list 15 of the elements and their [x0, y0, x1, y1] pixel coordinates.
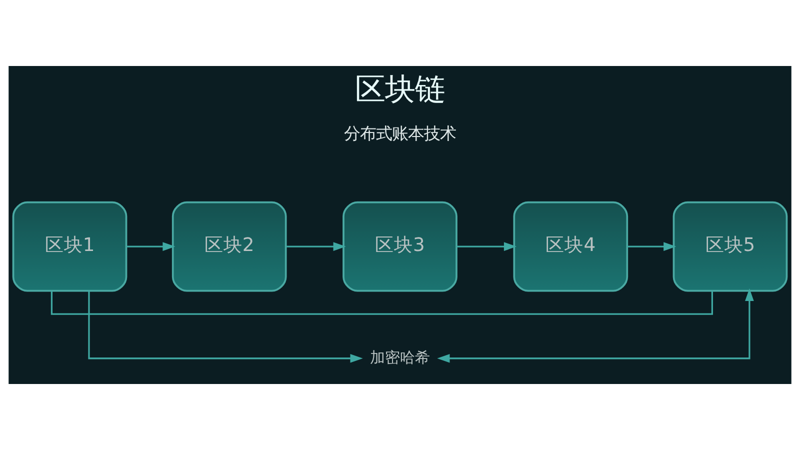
arrow	[627, 242, 676, 251]
connector	[50, 290, 713, 315]
arrow	[437, 288, 754, 363]
arrow	[126, 242, 176, 251]
arrow	[286, 242, 346, 251]
arrow	[456, 242, 517, 251]
node-box: 区块1	[12, 201, 128, 292]
diagram-title: 区块链	[355, 72, 445, 108]
node-box: 区块4	[513, 201, 628, 292]
arrow	[88, 290, 363, 363]
node-box: 区块2	[172, 201, 287, 292]
label: 分布式账本技术	[344, 124, 456, 144]
node-box: 区块5	[672, 201, 788, 292]
node-box: 区块3	[342, 201, 458, 292]
node-text: 加密哈希	[370, 348, 430, 366]
